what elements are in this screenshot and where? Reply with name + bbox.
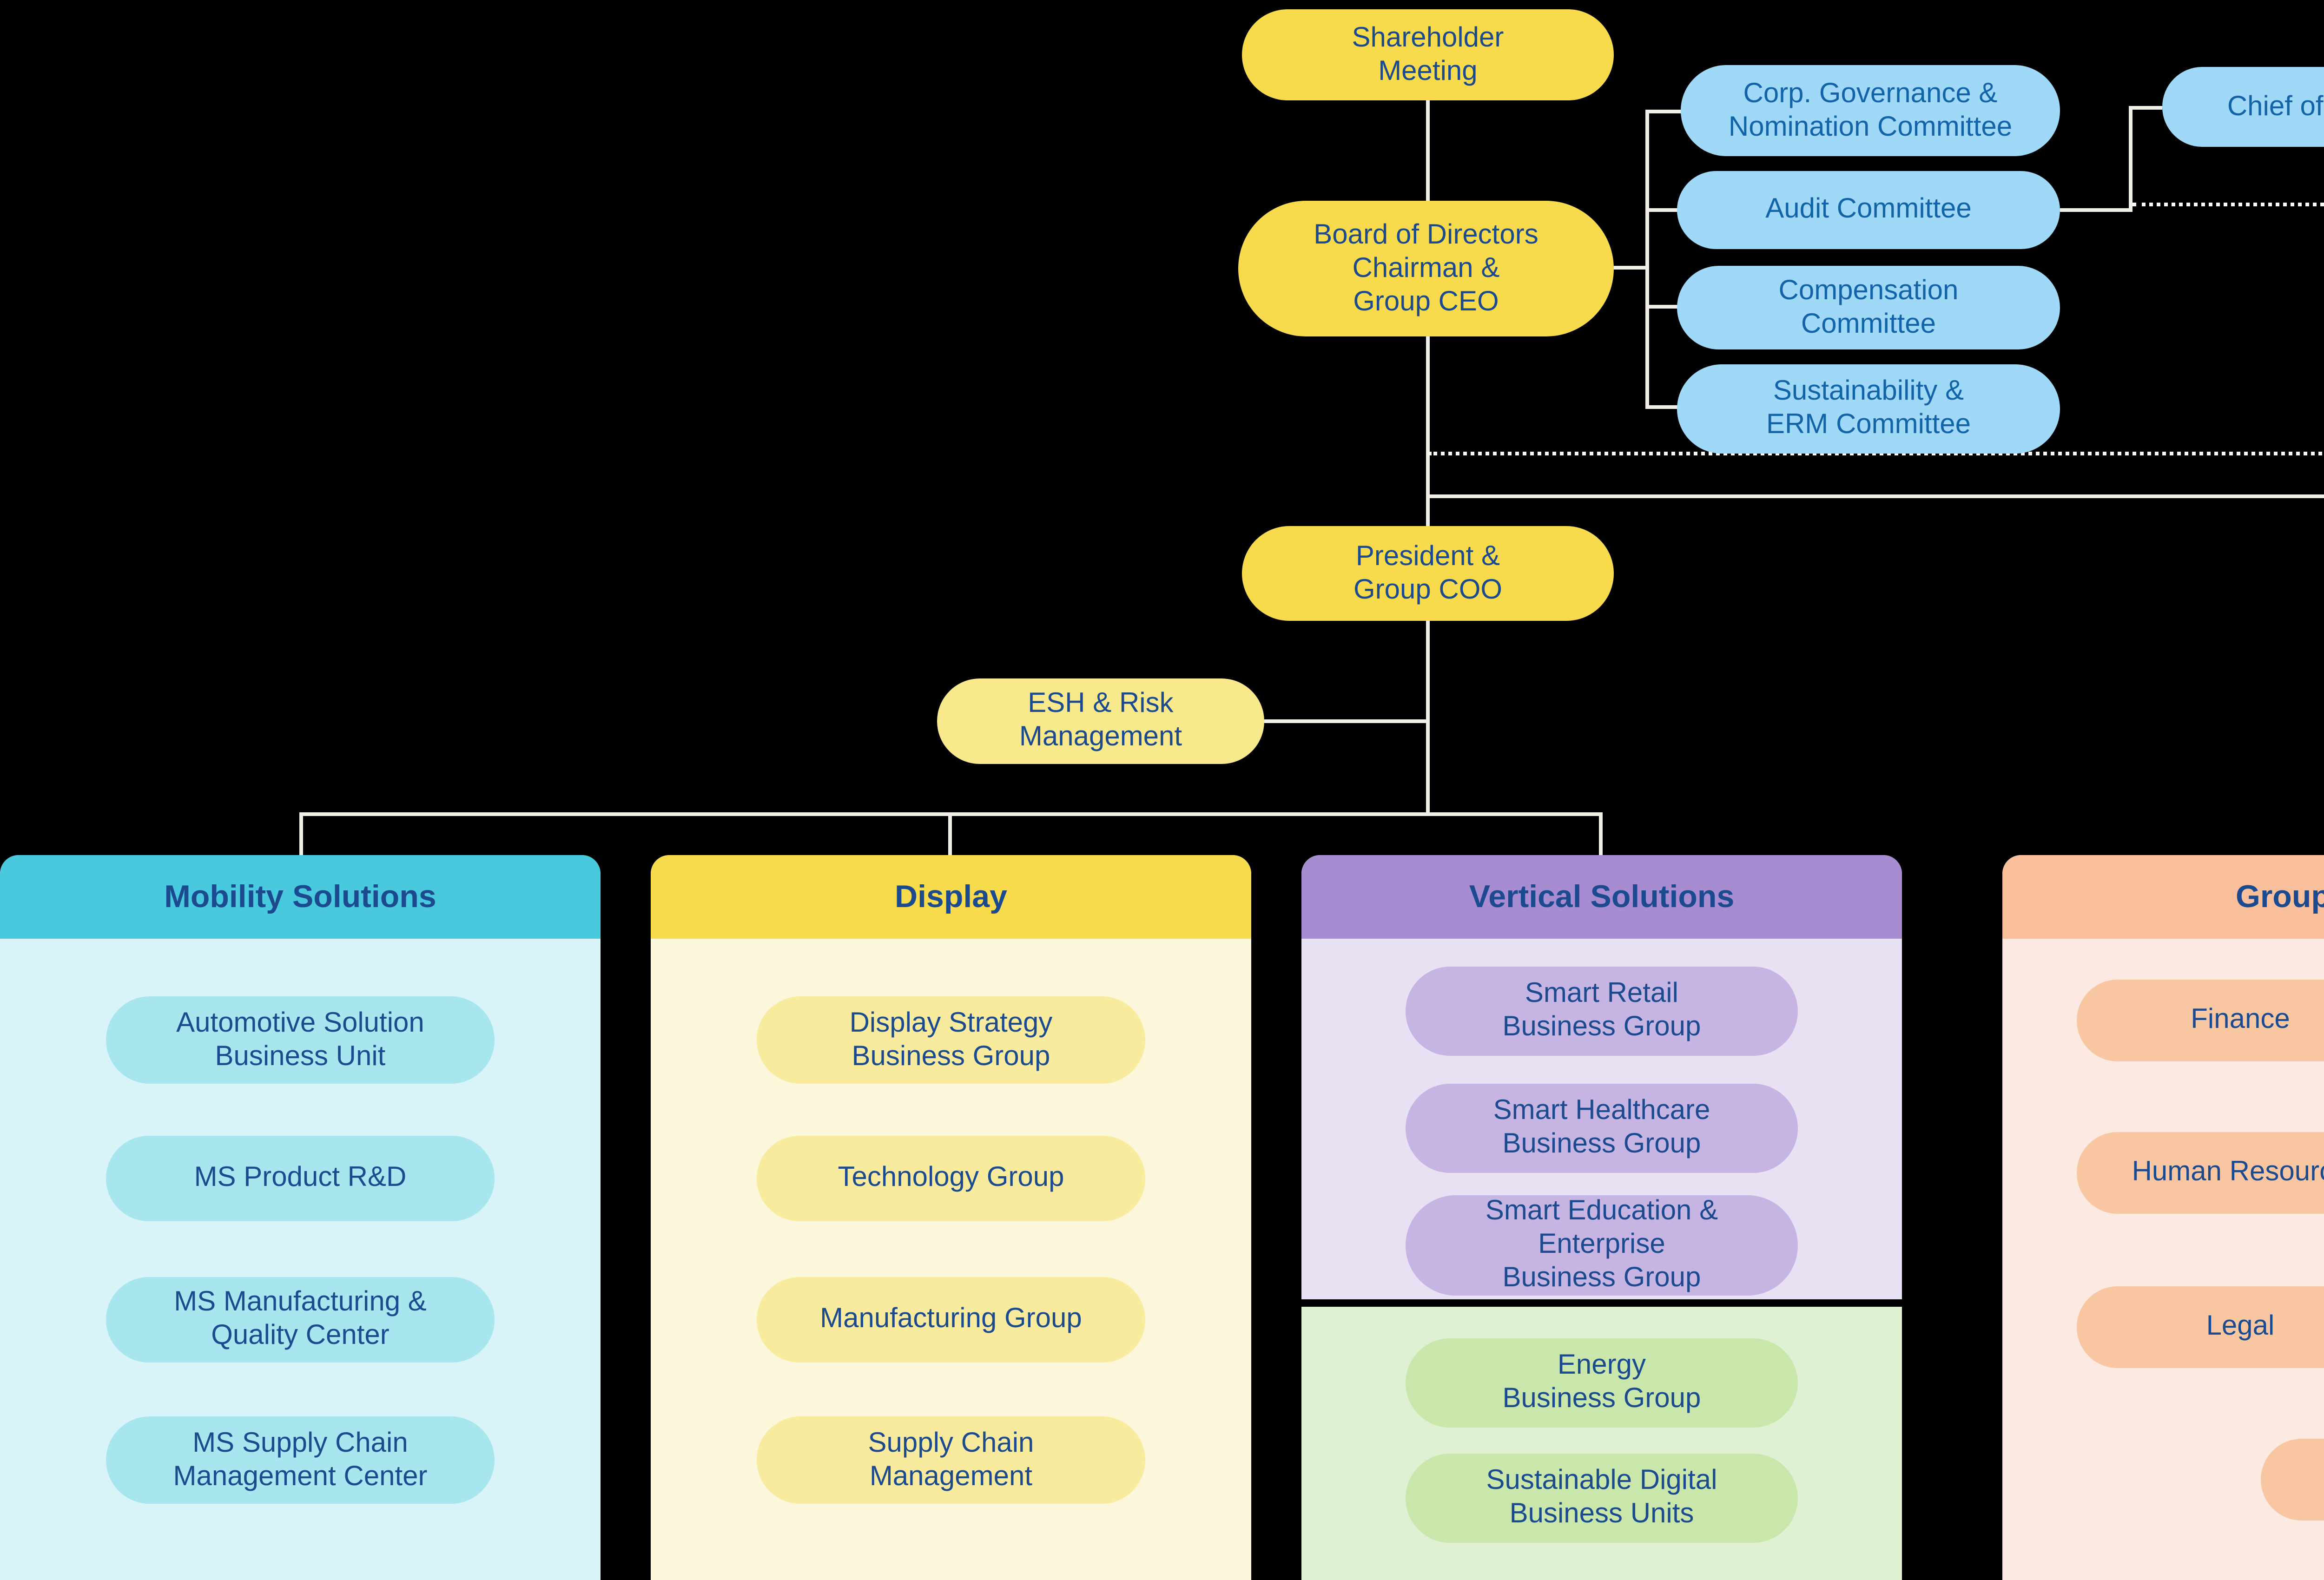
connector-line xyxy=(299,812,303,857)
connector-line xyxy=(1599,812,1603,857)
vertical-item: Smart Education & Enterprise Business Gr… xyxy=(1406,1195,1798,1296)
dept-group-infrastructure-unit-title: Group Infrastructure Unit xyxy=(2002,855,2324,939)
display-item: Display Strategy Business Group xyxy=(757,996,1145,1084)
node-committee-audit: Audit Committee xyxy=(1677,171,2060,249)
giu-item: Auditing xyxy=(2261,1439,2324,1521)
dept-vertical-solutions: Vertical Solutions Smart Retail Business… xyxy=(1301,855,1902,1299)
connector-line xyxy=(1426,621,1430,814)
giu-item: Human Resource xyxy=(2077,1132,2324,1214)
connector-line xyxy=(1614,266,1649,270)
display-item: Technology Group xyxy=(757,1136,1145,1221)
node-committee-sustainability-erm: Sustainability & ERM Committee xyxy=(1677,364,2060,454)
connector-line xyxy=(1426,100,1430,203)
connector-line xyxy=(2129,106,2133,212)
connector-line xyxy=(1645,110,1649,409)
dept-energy-section: Energy Business Group Sustainable Digita… xyxy=(1301,1307,1902,1580)
dept-display-title: Display xyxy=(651,855,1251,939)
dotted-connector-line xyxy=(1428,452,2324,455)
mobility-item: MS Manufacturing & Quality Center xyxy=(106,1277,495,1363)
connector-line xyxy=(1426,336,1430,526)
vertical-item: Smart Retail Business Group xyxy=(1406,967,1798,1056)
connector-line xyxy=(1426,494,2324,498)
node-board-of-directors: Board of Directors Chairman & Group CEO xyxy=(1238,201,1614,336)
dept-mobility-solutions-title: Mobility Solutions xyxy=(0,855,601,939)
connector-line xyxy=(1645,110,1684,113)
giu-item: Finance xyxy=(2077,980,2324,1061)
dept-group-infrastructure-unit: Group Infrastructure Unit Finance Digita… xyxy=(2002,855,2324,1580)
energy-item: Energy Business Group xyxy=(1406,1338,1798,1428)
connector-line xyxy=(2060,208,2133,212)
connector-line xyxy=(1645,305,1679,309)
connector-line xyxy=(2129,106,2162,110)
display-item: Supply Chain Management xyxy=(757,1416,1145,1504)
node-committee-corp-governance: Corp. Governance & Nomination Committee xyxy=(1681,65,2060,156)
energy-item: Sustainable Digital Business Units xyxy=(1406,1454,1798,1543)
dept-vertical-solutions-title: Vertical Solutions xyxy=(1301,855,1902,939)
connector-line xyxy=(1645,405,1679,409)
mobility-item: Automotive Solution Business Unit xyxy=(106,996,495,1084)
node-president-group-coo: President & Group COO xyxy=(1242,526,1614,621)
connector-line xyxy=(1645,208,1679,212)
dotted-connector-line xyxy=(2133,203,2324,206)
connector-line xyxy=(948,812,952,857)
node-esh-risk-management: ESH & Risk Management xyxy=(937,678,1264,764)
node-shareholder-meeting: Shareholder Meeting xyxy=(1242,9,1614,100)
connector-line xyxy=(1264,719,1428,723)
display-item: Manufacturing Group xyxy=(757,1277,1145,1363)
dept-mobility-solutions: Mobility Solutions Automotive Solution B… xyxy=(0,855,601,1580)
giu-item: Legal xyxy=(2077,1286,2324,1368)
mobility-item: MS Supply Chain Management Center xyxy=(106,1416,495,1504)
vertical-item: Smart Healthcare Business Group xyxy=(1406,1084,1798,1173)
mobility-item: MS Product R&D xyxy=(106,1136,495,1221)
dept-display: Display Display Strategy Business Group … xyxy=(651,855,1251,1580)
node-committee-compensation: Compensation Committee xyxy=(1677,266,2060,349)
node-chief-of-compliance: Chief of Compliance xyxy=(2162,67,2324,147)
